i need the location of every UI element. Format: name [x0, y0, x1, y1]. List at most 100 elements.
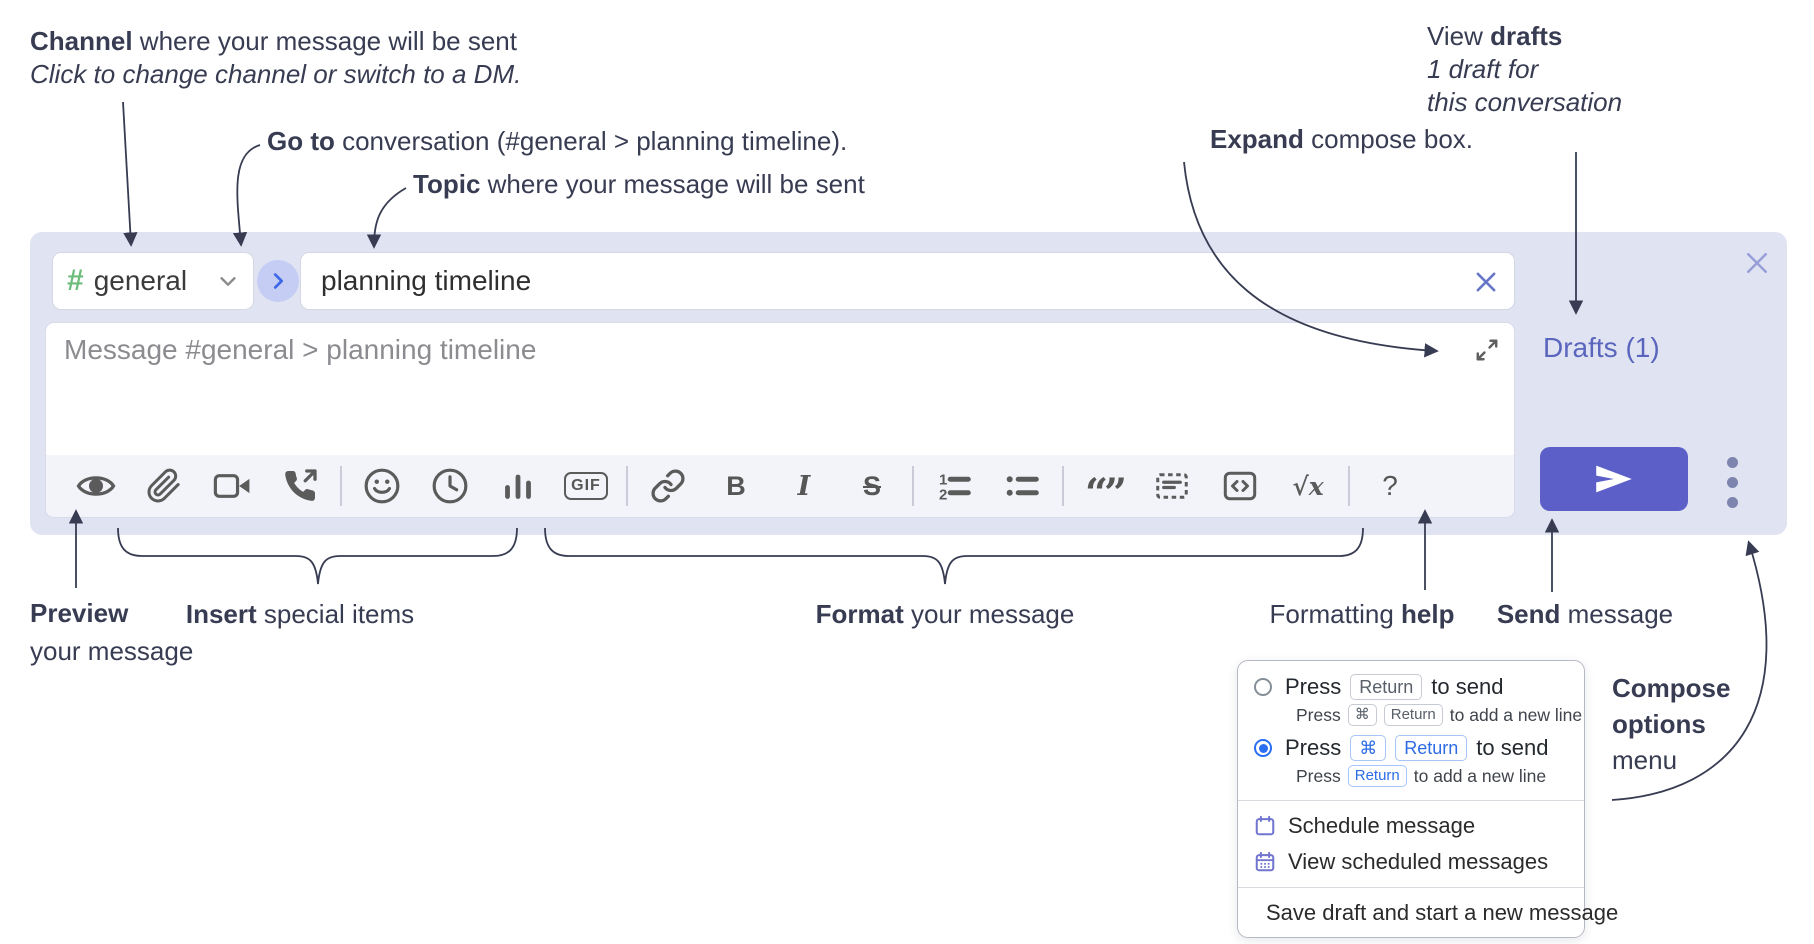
- formatting-help-bold: help: [1401, 599, 1455, 629]
- view-drafts-line2: 1 draft for: [1427, 54, 1539, 84]
- compose-options-button[interactable]: [1708, 452, 1756, 512]
- expand-annotation: Expand compose box.: [1210, 123, 1473, 156]
- menu-option-enter-sends[interactable]: Press Return to send: [1238, 671, 1584, 703]
- insert-annotation-bold: Insert: [185, 599, 257, 629]
- return-keycap: Return: [1350, 674, 1423, 700]
- bold-button[interactable]: B: [713, 463, 759, 509]
- latex-math-icon: √x: [1292, 471, 1324, 501]
- preview-button[interactable]: [73, 463, 119, 509]
- compose-options-annotation: Compose options menu: [1612, 670, 1730, 778]
- compose-options-line2: options: [1612, 709, 1706, 739]
- italic-icon: I: [797, 470, 811, 502]
- attach-file-button[interactable]: [141, 463, 187, 509]
- numbered-list-button[interactable]: 1 2: [931, 463, 977, 509]
- format-annotation-rest: your message: [903, 599, 1075, 629]
- channel-annotation-bold: Channel: [30, 26, 133, 56]
- emoji-button[interactable]: [359, 463, 405, 509]
- math-button[interactable]: √x: [1285, 463, 1331, 509]
- message-input[interactable]: Message #general > planning timeline: [46, 323, 1514, 455]
- code-button[interactable]: [1217, 463, 1263, 509]
- voice-call-button[interactable]: [277, 463, 323, 509]
- view-drafts-line3: this conversation: [1427, 87, 1623, 117]
- topic-annotation: Topic where your message will be sent: [413, 168, 865, 201]
- option2-sub-post: to add a new line: [1413, 765, 1547, 786]
- return-keycap-blue: Return: [1347, 765, 1407, 787]
- channel-name: general: [93, 265, 188, 296]
- option1-post: to send: [1431, 674, 1504, 699]
- quote-button[interactable]: “”: [1081, 463, 1127, 517]
- radio-selected-icon[interactable]: [1254, 739, 1272, 757]
- toolbar-divider: [1062, 466, 1064, 506]
- schedule-reminder-button[interactable]: [427, 463, 473, 509]
- numbered-list-icon: 1 2: [939, 472, 971, 504]
- eye-icon: [76, 476, 116, 496]
- send-button[interactable]: [1540, 447, 1688, 511]
- message-formatting-help-button[interactable]: ?: [1367, 463, 1413, 509]
- expand-annotation-bold: Expand: [1210, 124, 1304, 154]
- calendar-list-icon: [1255, 851, 1275, 872]
- option2-pre: Press: [1285, 735, 1342, 760]
- return-keycap-blue: Return: [1395, 735, 1468, 761]
- radio-unselected-icon[interactable]: [1254, 678, 1272, 696]
- compose-box: # general Messag: [30, 232, 1787, 535]
- view-drafts-annotation: View drafts 1 draft for this conversatio…: [1427, 20, 1622, 119]
- bar-chart-icon: [505, 474, 531, 499]
- spoiler-icon: [1156, 473, 1188, 499]
- channel-hash-icon: #: [67, 264, 84, 297]
- strikethrough-button[interactable]: S: [849, 463, 895, 509]
- close-icon: [1476, 272, 1496, 292]
- video-call-button[interactable]: [209, 463, 255, 509]
- menu-item-save-draft[interactable]: Save draft and start a new message: [1238, 895, 1618, 931]
- menu-option-cmd-enter-sends[interactable]: Press ⌘ Return to send: [1238, 732, 1584, 764]
- menu-item-label: Schedule message: [1288, 813, 1476, 838]
- insert-annotation-rest: special items: [256, 599, 415, 629]
- bulleted-list-icon: [1006, 476, 1039, 496]
- preview-annotation-bold: Preview: [30, 598, 129, 628]
- chevron-right-icon: [273, 273, 284, 289]
- topic-annotation-rest: where your message will be sent: [480, 169, 865, 199]
- compose-toolbar: GIF B I S: [46, 455, 1514, 517]
- send-icon: [1596, 465, 1632, 493]
- svg-text:1: 1: [939, 472, 947, 489]
- channel-annotation: Channel where your message will be sent …: [30, 25, 521, 91]
- format-annotation: Format your message: [816, 598, 1075, 631]
- chevron-down-icon: [220, 277, 236, 286]
- channel-selector[interactable]: # general: [52, 252, 254, 310]
- ellipsis-icon: [1726, 456, 1738, 468]
- go-to-conversation-button[interactable]: [257, 260, 299, 302]
- italic-button[interactable]: I: [781, 463, 827, 509]
- view-drafts-pre: View: [1427, 21, 1491, 51]
- menu-item-schedule-message[interactable]: Schedule message: [1238, 808, 1584, 844]
- bulleted-list-button[interactable]: [999, 463, 1045, 509]
- message-container: Message #general > planning timeline: [45, 322, 1515, 518]
- clock-icon: [432, 468, 468, 504]
- compose-options-menu: Press Return to send Press ⌘ Return to a…: [1237, 660, 1618, 938]
- drafts-link[interactable]: Drafts (1): [1543, 332, 1660, 363]
- expand-compose-button[interactable]: [1472, 335, 1502, 365]
- message-placeholder: Message #general > planning timeline: [64, 334, 537, 365]
- svg-text:2: 2: [939, 487, 947, 504]
- menu-item-label: View scheduled messages: [1288, 849, 1549, 874]
- toolbar-divider: [1348, 466, 1350, 506]
- close-compose-button[interactable]: [1736, 242, 1778, 284]
- topic-input[interactable]: [319, 264, 1462, 298]
- strikethrough-icon: S: [862, 470, 881, 501]
- menu-item-view-scheduled-messages[interactable]: View scheduled messages: [1238, 844, 1584, 880]
- preview-annotation: Preview your message: [30, 594, 193, 670]
- option1-sub-pre: Press: [1296, 704, 1341, 725]
- quote-icon: “”: [1084, 470, 1127, 517]
- topic-clear-button[interactable]: [1472, 268, 1500, 296]
- question-mark-icon: ?: [1382, 470, 1398, 501]
- gif-button[interactable]: GIF: [563, 463, 609, 509]
- toolbar-divider: [912, 466, 914, 506]
- spoiler-button[interactable]: [1149, 463, 1195, 509]
- preview-annotation-line2: your message: [30, 636, 194, 666]
- calendar-icon: [1255, 815, 1275, 836]
- link-button[interactable]: [645, 463, 691, 509]
- poll-button[interactable]: [495, 463, 541, 509]
- menu-divider: [1238, 887, 1584, 888]
- toolbar-divider: [340, 466, 342, 506]
- close-icon: [1747, 253, 1767, 273]
- goto-annotation-rest: conversation (#general > planning timeli…: [334, 126, 848, 156]
